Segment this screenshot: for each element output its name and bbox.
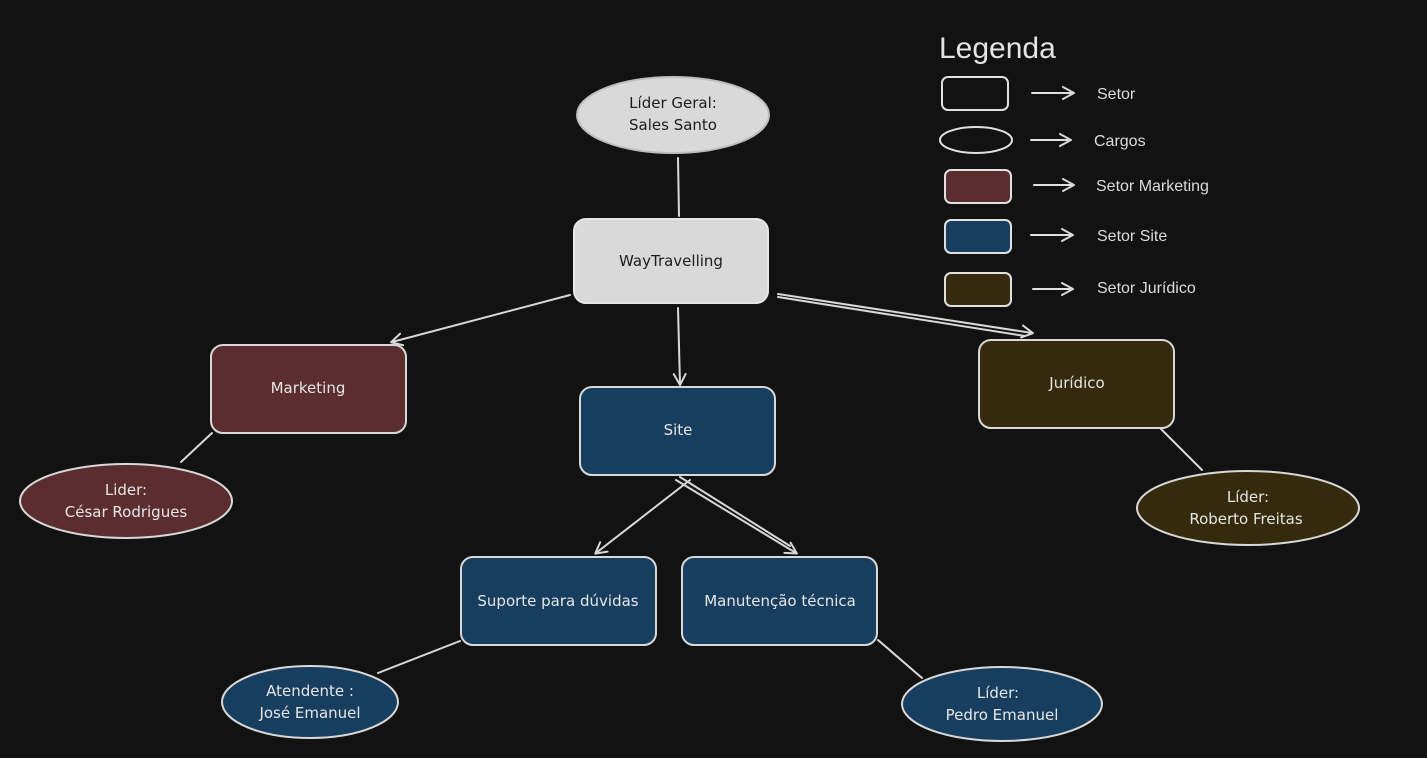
suporte-label: Suporte para dúvidas: [477, 592, 638, 610]
marketing-label: Marketing: [271, 379, 346, 397]
connector-site-manutencao-double: [679, 476, 791, 547]
legend-item-juridico: Setor Jurídico: [944, 272, 1196, 307]
legend-item-site: Setor Site: [944, 219, 1167, 254]
arrow-waytravelling-juridico-double: [777, 296, 1026, 337]
node-marketing[interactable]: Marketing: [210, 344, 407, 434]
lider-marketing-line1: Lider:: [105, 481, 147, 499]
arrow-waytravelling-marketing: [390, 294, 571, 347]
node-site[interactable]: Site: [579, 386, 776, 476]
lider-manutencao-line2: Pedro Emanuel: [946, 706, 1059, 724]
connectors: [180, 157, 1203, 679]
node-suporte[interactable]: Suporte para dúvidas: [460, 556, 657, 646]
node-lider-marketing[interactable]: Lider: César Rodrigues: [19, 463, 233, 539]
node-waytravelling[interactable]: WayTravelling: [573, 218, 769, 304]
lider-geral-line2: Sales Santo: [629, 116, 717, 134]
legend-swatch-site: [944, 219, 1012, 254]
connector-juridico-lider: [1159, 427, 1203, 471]
arrow-site-manutencao: [675, 479, 798, 555]
atendente-line1: Atendente :: [266, 682, 354, 700]
manutencao-label: Manutenção técnica: [704, 592, 856, 610]
connector-manutencao-lider: [877, 639, 923, 679]
node-manutencao[interactable]: Manutenção técnica: [681, 556, 878, 646]
legend-item-cargos: Cargos: [939, 126, 1146, 154]
arrow-site-suporte: [594, 479, 691, 555]
legend-item-setor: Setor: [941, 76, 1136, 111]
node-atendente[interactable]: Atendente : José Emanuel: [221, 665, 399, 739]
lider-juridico-line1: Líder:: [1227, 488, 1269, 506]
lider-juridico-line2: Roberto Freitas: [1189, 510, 1303, 528]
node-lider-juridico[interactable]: Líder: Roberto Freitas: [1136, 470, 1360, 546]
arrow-waytravelling-site: [672, 307, 687, 386]
legend-swatch-marketing: [944, 169, 1012, 204]
lider-marketing-line2: César Rodrigues: [65, 503, 188, 521]
site-label: Site: [664, 421, 693, 439]
connector-marketing-lider: [180, 432, 213, 463]
node-lider-manutencao[interactable]: Líder: Pedro Emanuel: [901, 666, 1103, 742]
legend-label-marketing: Setor Marketing: [1096, 178, 1209, 195]
juridico-label: Jurídico: [1048, 374, 1104, 392]
lider-manutencao-line1: Líder:: [977, 684, 1019, 702]
node-juridico[interactable]: Jurídico: [978, 339, 1175, 429]
legend-swatch-setor: [941, 76, 1009, 111]
legend-label-setor: Setor: [1097, 86, 1136, 103]
waytravelling-label: WayTravelling: [619, 252, 723, 270]
connector-lider-geral-waytravelling: [677, 157, 680, 217]
node-lider-geral[interactable]: Líder Geral: Sales Santo: [576, 76, 770, 154]
legend-label-cargos: Cargos: [1094, 133, 1146, 150]
legend-swatch-cargos: [939, 126, 1013, 154]
legend-swatch-juridico: [944, 272, 1012, 307]
legend: Legenda Setor Cargos Setor Marketing Set…: [939, 32, 1209, 307]
legend-label-site: Setor Site: [1097, 228, 1167, 245]
atendente-line2: José Emanuel: [258, 704, 360, 722]
connector-suporte-atendente: [377, 640, 461, 674]
legend-label-juridico: Setor Jurídico: [1097, 280, 1196, 297]
lider-geral-line1: Líder Geral:: [629, 94, 717, 112]
legend-item-marketing: Setor Marketing: [944, 169, 1209, 204]
legend-title: Legenda: [939, 32, 1056, 65]
arrow-waytravelling-juridico: [777, 293, 1034, 339]
